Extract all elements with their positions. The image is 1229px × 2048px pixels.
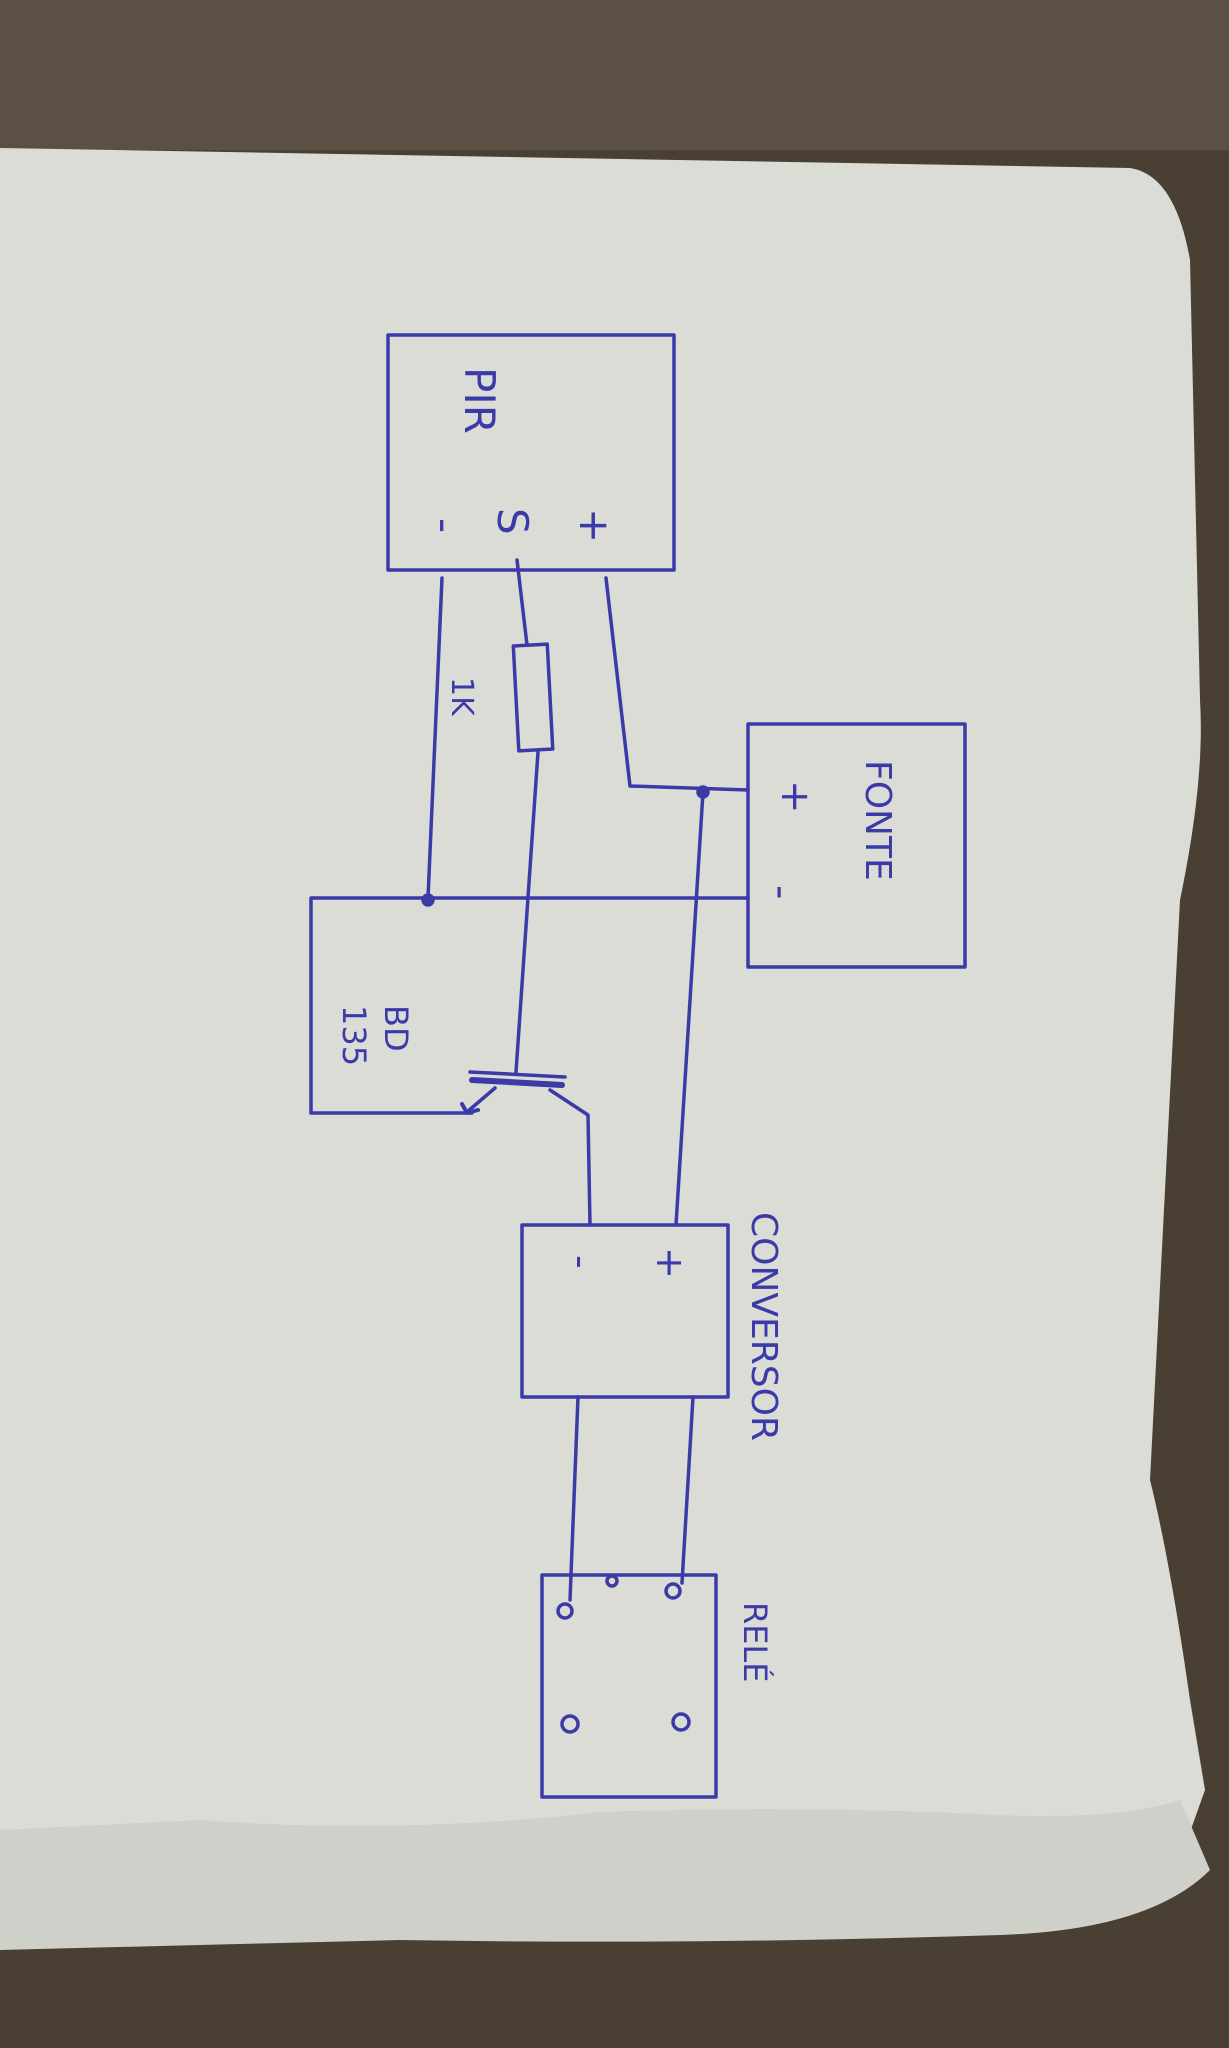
conversor-plus-terminal: + xyxy=(648,1247,692,1279)
conversor-label: CONVERSOR xyxy=(743,1212,784,1441)
pir-label: PIR xyxy=(455,367,504,434)
wire-conversor-minus-to-rele xyxy=(568,1395,580,1602)
fonte-box xyxy=(746,722,967,969)
transistor-base-bar-fill xyxy=(469,1077,565,1088)
pir-box xyxy=(386,333,676,572)
fonte-label: FONTE xyxy=(857,760,898,881)
junction-ground xyxy=(421,893,435,907)
pir-minus-terminal: - xyxy=(420,518,469,533)
transistor-label-line2: 135 xyxy=(335,1005,373,1066)
paper-sheet xyxy=(0,148,1205,1905)
transistor-base-bar xyxy=(468,1070,567,1079)
pir-plus-terminal: + xyxy=(570,508,619,543)
rele-contact-3 xyxy=(664,1582,682,1600)
rele-contact-2 xyxy=(605,1574,619,1588)
pir-signal-terminal: S xyxy=(488,508,537,535)
rele-contact-5 xyxy=(671,1712,691,1732)
wire-collector-to-conversor xyxy=(548,1088,592,1227)
transistor-emitter-arrow xyxy=(460,1102,480,1115)
conversor-minus-terminal: - xyxy=(559,1255,603,1269)
wire-resistor-to-base xyxy=(514,750,540,1074)
rele-contact-4 xyxy=(560,1714,580,1734)
paper-torn-strip xyxy=(0,1800,1210,1950)
fonte-plus-terminal: + xyxy=(772,780,818,814)
transistor-label-line1: BD xyxy=(377,1005,415,1052)
transistor-emitter xyxy=(465,1086,497,1114)
resistor-body xyxy=(511,642,555,753)
conversor-box xyxy=(520,1223,730,1399)
rele-contact-1 xyxy=(556,1602,574,1620)
wire-pir-signal-to-resistor xyxy=(515,558,529,647)
rele-box xyxy=(540,1573,718,1799)
fonte-minus-terminal: - xyxy=(758,885,804,899)
resistor-label: 1K xyxy=(444,677,479,717)
rele-label: RELÉ xyxy=(736,1602,774,1683)
table-top-edge xyxy=(0,0,1229,150)
wire-conversor-plus-to-rele xyxy=(680,1395,695,1585)
wire-pir-minus-to-ground xyxy=(426,576,444,900)
wire-fonte-plus-to-conversor xyxy=(674,790,705,1227)
